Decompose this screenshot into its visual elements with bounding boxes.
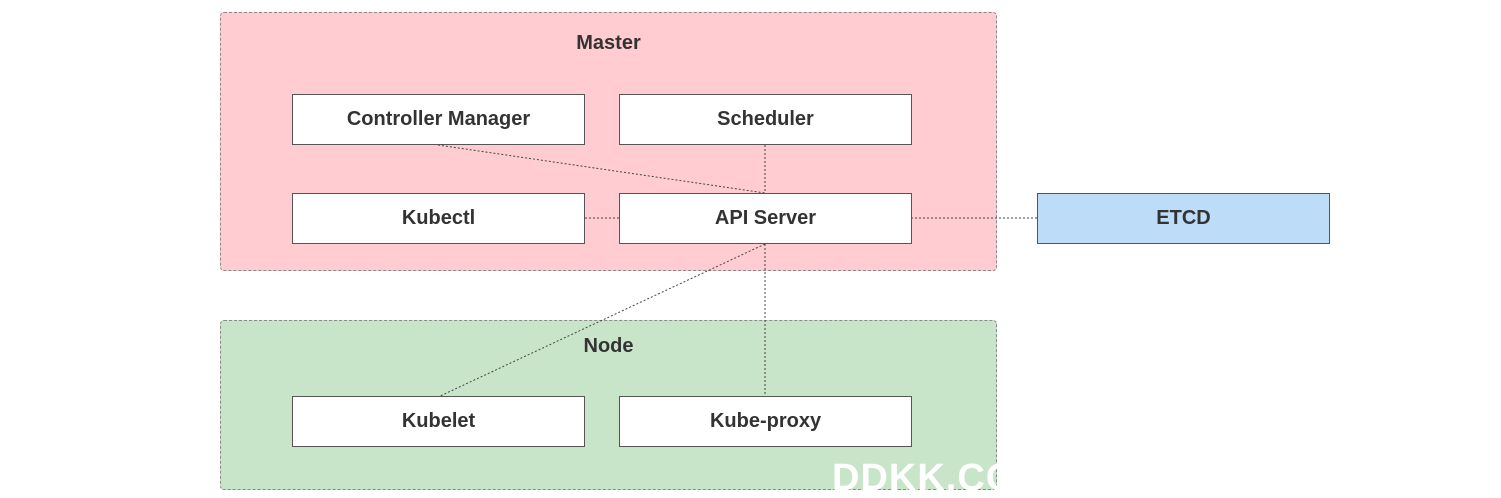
scheduler-box: Scheduler — [619, 94, 912, 145]
etcd-box: ETCD — [1037, 193, 1330, 244]
controller-manager-label: Controller Manager — [346, 108, 531, 130]
watermark: DDKK.COM — [832, 458, 997, 498]
api-server-label: API Server — [714, 207, 817, 229]
kube-proxy-box: Kube-proxy — [619, 396, 912, 447]
kubectl-label: Kubectl — [401, 207, 476, 229]
scheduler-label: Scheduler — [717, 108, 814, 130]
controller-manager-box: Controller Manager — [292, 94, 585, 145]
api-server-box: API Server — [619, 193, 912, 244]
master-title: Master — [576, 32, 641, 54]
kube-proxy-label: Kube-proxy — [709, 410, 822, 432]
etcd-label: ETCD — [1156, 207, 1211, 229]
kubelet-label: Kubelet — [401, 410, 476, 432]
node-title: Node — [583, 335, 634, 357]
kubectl-box: Kubectl — [292, 193, 585, 244]
kubelet-box: Kubelet — [292, 396, 585, 447]
